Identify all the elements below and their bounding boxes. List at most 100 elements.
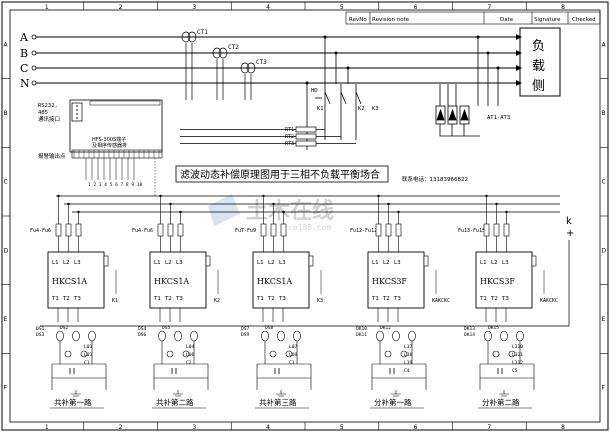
ground-symbol — [499, 390, 509, 397]
column-number-bottom: 5 — [340, 424, 344, 431]
terminal-out-label: T1 — [153, 296, 161, 302]
row-letter-left: A — [4, 41, 9, 48]
part-label: C3 — [289, 360, 295, 366]
terminal-in-label: L3 — [394, 260, 401, 266]
part-label: DS4 — [138, 326, 147, 332]
reactor-coil — [392, 330, 400, 342]
k-label: k — [566, 216, 572, 227]
module-name: HKCS1A — [154, 277, 189, 286]
terminal-in-label: L3 — [279, 260, 286, 266]
column-number-top: 4 — [266, 4, 270, 11]
module-fuse — [260, 223, 267, 237]
column-number-top: 3 — [192, 4, 196, 11]
reactor-coil — [293, 330, 301, 342]
contactor-coil — [80, 350, 88, 358]
part-label: L09 — [289, 352, 298, 358]
module-footer-label: 共补第一路 — [54, 397, 92, 407]
contactor-coil — [492, 350, 500, 358]
contactor-coil — [182, 350, 190, 358]
module-footer-label: 共补第二路 — [156, 397, 194, 407]
column-number-top: 7 — [487, 4, 491, 11]
terminal-out-label: T3 — [175, 296, 183, 302]
column-number-bottom: 8 — [561, 424, 565, 431]
row-letter-left: B — [4, 110, 8, 117]
network-wiring — [256, 341, 312, 390]
column-number-bottom: 7 — [487, 424, 491, 431]
plus-label: + — [566, 228, 574, 239]
module-fuse-label: Fu4-Fu6 — [132, 228, 153, 234]
column-number-top: 5 — [340, 4, 344, 11]
part-label: DK13 — [464, 326, 475, 332]
part-label: C1 — [84, 360, 90, 366]
ground-symbol — [173, 390, 183, 397]
terminal-out-label: T3 — [73, 296, 81, 302]
terminal-in-label: L3 — [176, 260, 183, 266]
ct2-label: CT2 — [228, 44, 239, 51]
column-number-top: 8 — [561, 4, 565, 11]
terminal-in-label: L1 — [154, 260, 161, 266]
bus-taps — [306, 37, 499, 150]
row-letter-left: E — [4, 316, 8, 323]
part-label: L04 — [186, 344, 195, 350]
part-label: DK14 — [464, 332, 475, 338]
module-body — [367, 251, 425, 309]
contactor-coil — [285, 350, 293, 358]
controller-block — [69, 99, 163, 159]
feed-junction — [282, 210, 285, 214]
watermark: 土木在线 co188.com — [208, 194, 334, 232]
part-label: DS3 — [36, 332, 45, 338]
part-label: L310 — [512, 344, 523, 350]
phase-label-c: C — [20, 62, 28, 75]
contactor-coil — [64, 350, 72, 358]
rev-date-header: Date — [500, 17, 514, 23]
part-label: DS9 — [241, 332, 250, 338]
terminal-out-label: T2 — [267, 296, 275, 302]
terminal-out-label: T2 — [62, 296, 70, 302]
module-fuse — [483, 223, 490, 237]
module-footer-label: 分补第二路 — [482, 397, 520, 407]
terminal-in-label: L3 — [74, 260, 81, 266]
part-label: DK10 — [356, 326, 367, 332]
terminal-in-label: L1 — [480, 260, 487, 266]
row-letter-left: D — [4, 247, 9, 254]
reactor-coil — [408, 330, 416, 342]
controller-signal-lines — [85, 158, 156, 196]
module-body — [475, 251, 533, 309]
column-number-top: 6 — [414, 4, 418, 11]
terminal-out-label: T3 — [393, 296, 401, 302]
contactor-coil — [269, 350, 277, 358]
load-side-char-2: 载 — [532, 59, 545, 74]
terminal-in-label: L3 — [502, 260, 509, 266]
terminal-out-label: T1 — [371, 296, 379, 302]
breaker-switches — [315, 91, 362, 105]
revision-table: RevNo Revision note Date Signature Check… — [345, 11, 601, 25]
reactor-coil — [174, 330, 182, 342]
column-number-bottom: 3 — [192, 424, 196, 431]
row-letter-right: C — [602, 179, 606, 186]
module-fuse — [157, 223, 164, 237]
module-k-label: KAKCKC — [540, 298, 558, 304]
ground-symbol — [276, 390, 286, 397]
network-wiring — [153, 341, 209, 390]
module-fuse — [493, 223, 500, 237]
feed-junction — [397, 210, 400, 214]
row-letter-right: B — [602, 110, 606, 117]
breaker-k2-label: K2 — [358, 106, 365, 112]
module-fuse — [177, 223, 184, 237]
part-label: L39 — [404, 360, 413, 366]
reactor-coil — [376, 330, 384, 342]
part-label: L37 — [404, 344, 413, 350]
feed-junction — [272, 202, 275, 206]
module-name: HKCS3F — [372, 277, 407, 286]
terminal-out-label: T2 — [164, 296, 172, 302]
rt2-label: RT2 — [285, 134, 294, 140]
module-fuse — [280, 223, 287, 237]
column-number-bottom: 2 — [119, 424, 123, 431]
module-fuse-label: FuT-Fu9 — [235, 228, 256, 234]
part-label: C4 — [404, 368, 410, 374]
network-wiring — [51, 341, 107, 390]
comm-port-label-3: 通讯接口 — [38, 115, 60, 123]
feed-junction — [387, 202, 390, 206]
